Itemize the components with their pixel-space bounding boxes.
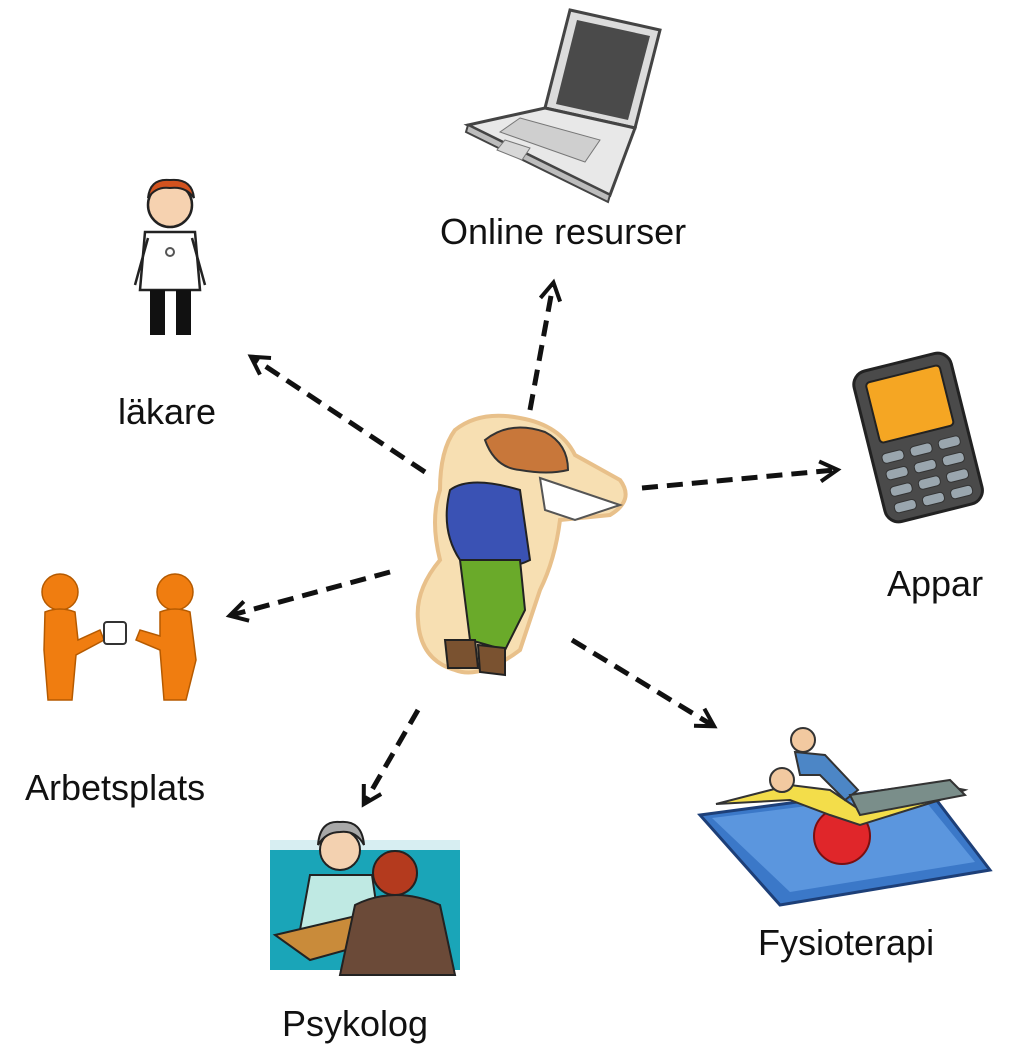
physiotherapy-icon <box>697 727 993 907</box>
lakare-label: läkare <box>118 391 217 432</box>
arrows <box>225 278 842 808</box>
sneezing-boy-icon <box>415 413 628 677</box>
psykolog-label: Psykolog <box>282 1003 429 1044</box>
appar-label: Appar <box>887 563 984 604</box>
arbetsplats-label: Arbetsplats <box>25 767 206 808</box>
arrow-to-psykolog <box>361 708 421 808</box>
arrow-to-appar <box>641 459 842 491</box>
arrow-to-fysioterapi <box>570 637 718 729</box>
arrow-to-arbetsplats <box>225 569 391 623</box>
fysioterapi-label: Fysioterapi <box>758 922 935 963</box>
coworkers-icon <box>41 573 197 701</box>
laptop-icon <box>463 8 662 204</box>
mobile-phone-icon <box>852 351 984 524</box>
psychologist-icon <box>270 820 460 976</box>
online-resurser-label: Online resurser <box>440 211 687 252</box>
arrow-to-online <box>527 278 563 411</box>
arrow-to-lakare <box>247 354 427 475</box>
doctor-icon <box>133 178 207 335</box>
